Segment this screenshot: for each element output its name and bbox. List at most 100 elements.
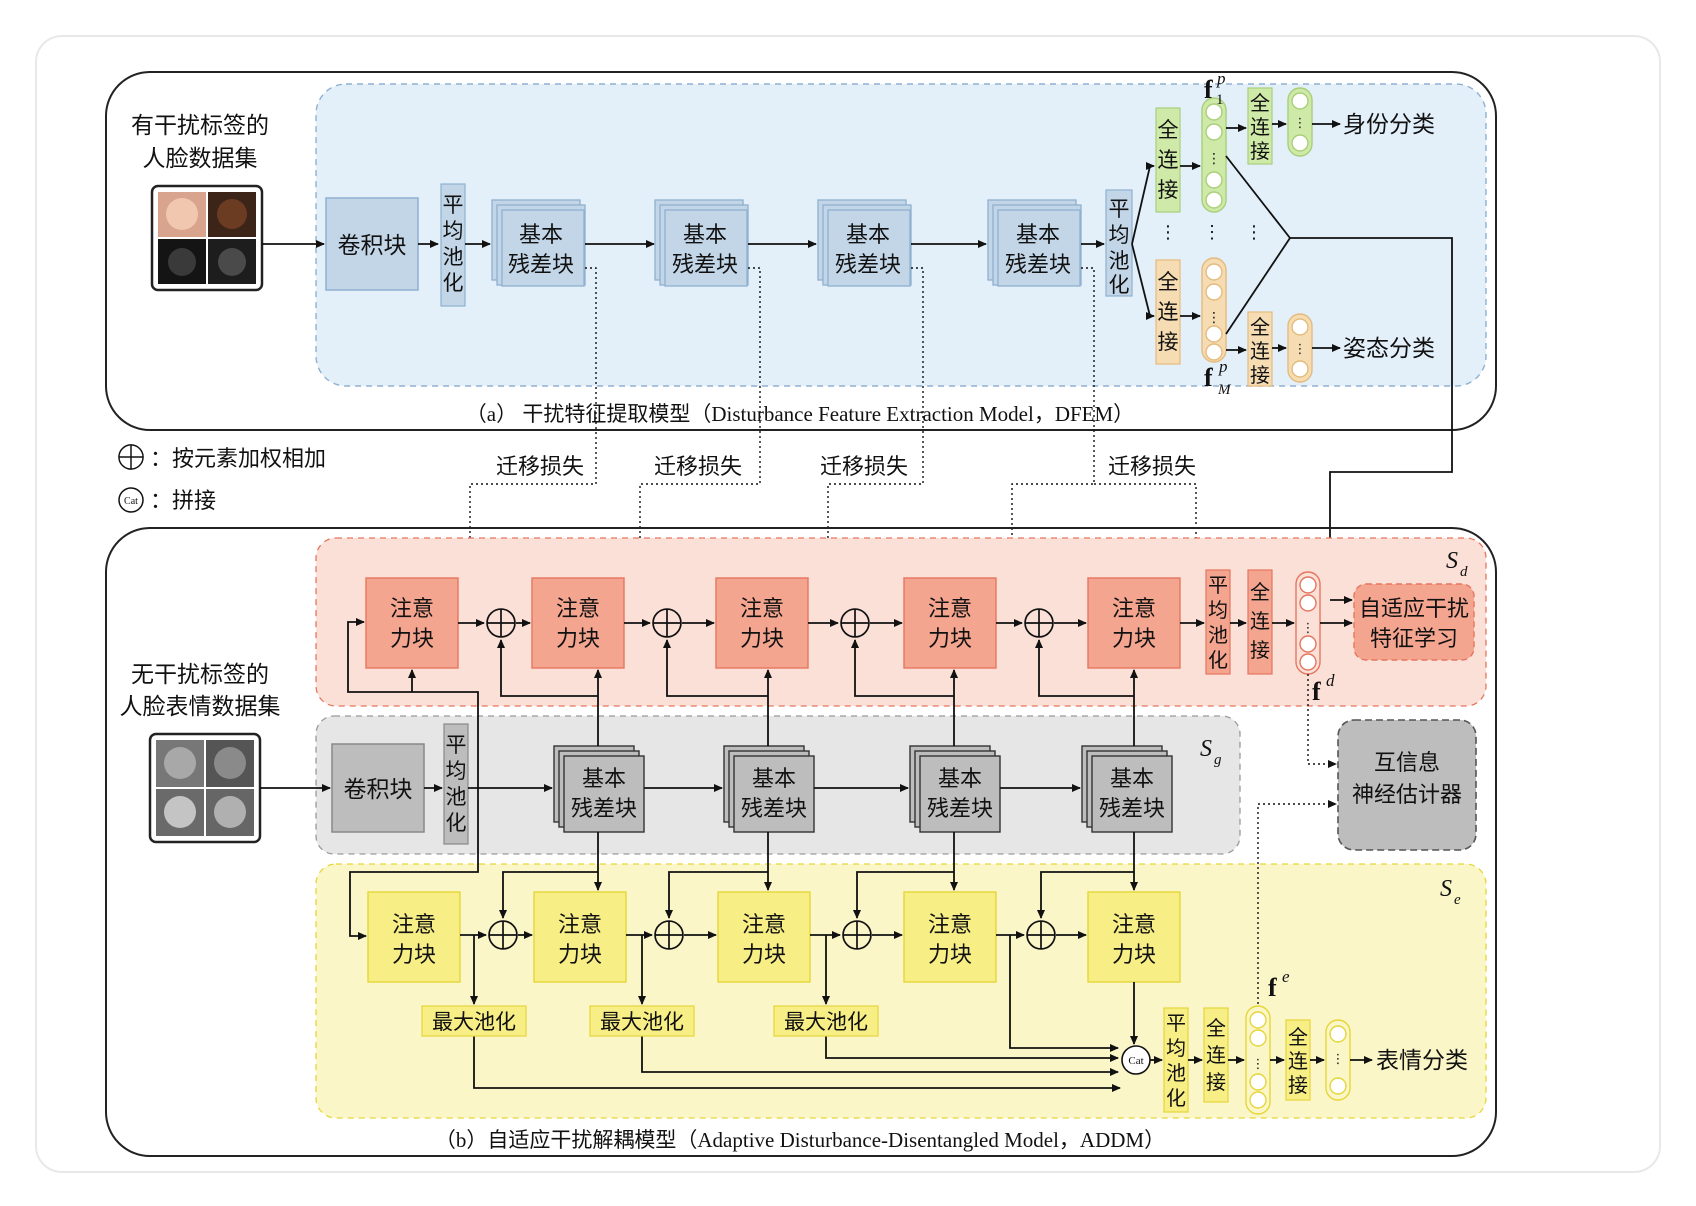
panel-b-avg-pool-1: 平 均 池 化 xyxy=(443,723,469,845)
panel-a-res-block-3: 基本 残差块 xyxy=(817,199,912,287)
svg-text:卷积块: 卷积块 xyxy=(344,777,413,803)
fe-label: f e xyxy=(1268,967,1290,1002)
svg-text:均: 均 xyxy=(1166,1036,1186,1060)
fd-label: f d xyxy=(1312,671,1335,706)
svg-text:基本: 基本 xyxy=(846,223,890,248)
svg-text:注意: 注意 xyxy=(392,913,436,938)
svg-text:⋮: ⋮ xyxy=(1207,151,1221,167)
svg-text:最大池化: 最大池化 xyxy=(784,1010,868,1034)
svg-text:残差块: 残差块 xyxy=(508,253,574,278)
max-pool-2: 最大池化 xyxy=(589,1005,695,1037)
sd-attn-block-4: 注意 力块 xyxy=(903,577,997,669)
svg-text:e: e xyxy=(1282,967,1290,986)
svg-text:S: S xyxy=(1200,736,1212,762)
transfer-loss-label-2: 迁移损失 xyxy=(654,455,742,480)
svg-text:基本: 基本 xyxy=(683,223,727,248)
sd-fc: 全 连 接 xyxy=(1247,569,1273,675)
se-label: S e xyxy=(1440,876,1461,908)
panel-a-fc-green-2: 全 连 接 xyxy=(1247,87,1273,165)
svg-text:残差块: 残差块 xyxy=(1005,253,1071,278)
svg-text:p: p xyxy=(1218,357,1228,376)
panel-a-res-block-4: 基本 残差块 xyxy=(987,199,1082,287)
panel-a-res-block-1: 基本 残差块 xyxy=(491,199,586,287)
panel-a-fc-orange-2: 全 连 接 xyxy=(1247,311,1273,387)
se-output-vector: ⋮ xyxy=(1325,1019,1351,1101)
legend-plus: ：按元素加权相加 xyxy=(118,444,326,472)
svg-text:Cat: Cat xyxy=(124,496,138,507)
se-plus-1 xyxy=(488,920,518,950)
adaptive-disturbance-learning: 自适应干扰 特征学习 xyxy=(1353,583,1475,661)
panel-b-caption: （b）自适应干扰解耦模型（Adaptive Disturbance-Disent… xyxy=(435,1128,1165,1152)
svg-text:⋮: ⋮ xyxy=(1294,116,1307,131)
panel-a-frame xyxy=(105,71,1497,431)
svg-text:注意: 注意 xyxy=(390,597,434,622)
svg-text:力块: 力块 xyxy=(558,943,602,968)
sd-label: S d xyxy=(1446,548,1468,580)
panel-a-feature-vector-top: ⋮ xyxy=(1201,97,1227,213)
svg-text:接: 接 xyxy=(1288,1073,1308,1097)
se-attn-block-2: 注意 力块 xyxy=(533,891,627,983)
sd-attn-block-5: 注意 力块 xyxy=(1087,577,1181,669)
se-avg-pool: 平 均 池 化 xyxy=(1163,1007,1189,1113)
se-attn-block-3: 注意 力块 xyxy=(717,891,811,983)
svg-text:互信息: 互信息 xyxy=(1374,751,1440,776)
transfer-loss-label-4: 迁移损失 xyxy=(1108,455,1196,480)
svg-text:平: 平 xyxy=(1166,1011,1186,1035)
se-attn-block-5: 注意 力块 xyxy=(1087,891,1181,983)
panel-a-conv-block: 卷积块 xyxy=(325,197,419,291)
svg-text:力块: 力块 xyxy=(928,627,972,652)
svg-text:S: S xyxy=(1446,548,1458,574)
svg-text:⋮: ⋮ xyxy=(1332,1052,1345,1067)
svg-text:全: 全 xyxy=(1250,315,1270,339)
svg-text:连: 连 xyxy=(1250,115,1270,139)
panel-b-input-label-2: 人脸表情数据集 xyxy=(120,694,281,720)
svg-text:f: f xyxy=(1268,973,1277,1002)
svg-text:力块: 力块 xyxy=(390,627,434,652)
sd-plus-3 xyxy=(840,608,870,638)
transfer-loss-label-1: 迁移损失 xyxy=(496,455,584,480)
svg-text:注意: 注意 xyxy=(556,597,600,622)
se-fc-2: 全 连 接 xyxy=(1285,1019,1311,1101)
svg-text:化: 化 xyxy=(1208,648,1228,672)
svg-text:⋮: ⋮ xyxy=(1245,222,1263,243)
svg-text:均: 均 xyxy=(443,219,464,243)
svg-text:Cat: Cat xyxy=(1128,1055,1143,1067)
svg-text:特征学习: 特征学习 xyxy=(1370,627,1458,652)
svg-text:力块: 力块 xyxy=(556,627,600,652)
legend-cat: Cat ：拼接 xyxy=(118,487,216,514)
svg-text:全: 全 xyxy=(1158,270,1179,294)
svg-text:接: 接 xyxy=(1250,363,1270,387)
svg-text:池: 池 xyxy=(1166,1061,1186,1085)
svg-text:卷积块: 卷积块 xyxy=(338,233,407,259)
svg-text:全: 全 xyxy=(1250,91,1270,115)
panel-a-avg-pool-2: 平 均 池 化 xyxy=(1105,189,1133,297)
feature-label-f1p: f p 1 xyxy=(1204,69,1226,108)
se-plus-2 xyxy=(654,920,684,950)
output-expression-label: 表情分类 xyxy=(1376,1048,1468,1074)
svg-text:基本: 基本 xyxy=(1110,767,1154,792)
svg-text:池: 池 xyxy=(1109,249,1130,273)
svg-text:均: 均 xyxy=(1109,223,1130,247)
output-identity-label: 身份分类 xyxy=(1343,112,1435,138)
svg-text:⋮: ⋮ xyxy=(1203,222,1221,242)
svg-text:自适应干扰: 自适应干扰 xyxy=(1359,597,1469,622)
output-pose-label: 姿态分类 xyxy=(1343,336,1435,362)
svg-text:基本: 基本 xyxy=(582,767,626,792)
svg-text:注意: 注意 xyxy=(558,913,602,938)
panel-a-avg-pool-1: 平 均 池 化 xyxy=(440,183,466,307)
svg-text:残差块: 残差块 xyxy=(672,253,738,278)
se-plus-3 xyxy=(842,920,872,950)
svg-text:化: 化 xyxy=(1166,1086,1186,1110)
se-plus-4 xyxy=(1026,920,1056,950)
svg-text:基本: 基本 xyxy=(1016,223,1060,248)
svg-text:最大池化: 最大池化 xyxy=(600,1010,684,1034)
svg-text:连: 连 xyxy=(1158,300,1179,324)
panel-b-res-block-4: 基本 残差块 xyxy=(1081,745,1173,833)
panel-b-res-block-2: 基本 残差块 xyxy=(723,745,815,833)
svg-text:接: 接 xyxy=(1158,178,1179,202)
svg-text:神经估计器: 神经估计器 xyxy=(1352,783,1462,808)
svg-text:：拼接: ：拼接 xyxy=(150,489,216,514)
concat-node: Cat xyxy=(1121,1045,1151,1075)
panel-a-input-label-2: 人脸数据集 xyxy=(143,146,258,172)
svg-text:基本: 基本 xyxy=(752,767,796,792)
